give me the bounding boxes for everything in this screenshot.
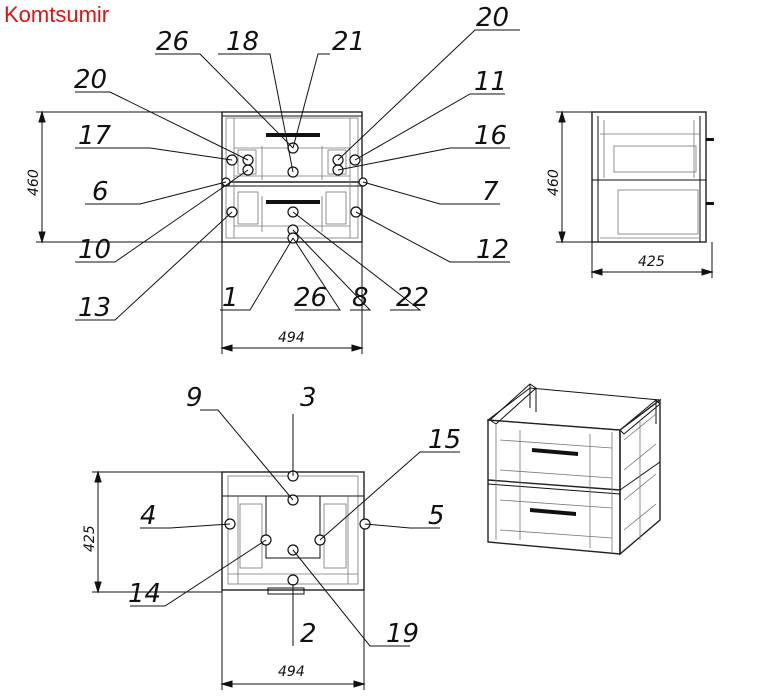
callout-1: 1 bbox=[222, 283, 239, 313]
callout-13: 13 bbox=[78, 293, 111, 323]
isometric-view bbox=[486, 383, 662, 556]
callout-2: 2 bbox=[300, 619, 317, 649]
callout-20-right: 20 bbox=[476, 3, 509, 33]
callout-8: 8 bbox=[352, 283, 369, 313]
callout-10: 10 bbox=[78, 235, 111, 265]
callout-14: 14 bbox=[128, 579, 161, 609]
callout-19: 19 bbox=[386, 619, 419, 649]
callout-26-top: 26 bbox=[156, 27, 189, 57]
callout-9: 9 bbox=[186, 383, 203, 413]
callout-15: 15 bbox=[428, 425, 461, 455]
side-height-label: 460 bbox=[546, 169, 562, 196]
lower-drawer-handle bbox=[266, 200, 320, 204]
brand-logo-text: Komtsumir bbox=[4, 2, 110, 27]
side-cabinet-outline bbox=[591, 111, 707, 243]
side-view: 460 425 bbox=[546, 110, 714, 278]
front-width-label: 494 bbox=[278, 330, 305, 346]
side-depth-dimension bbox=[590, 242, 714, 278]
callout-7: 7 bbox=[482, 177, 499, 207]
callout-11: 11 bbox=[474, 67, 507, 97]
callout-4: 4 bbox=[140, 501, 157, 531]
front-leader-lines bbox=[75, 29, 520, 321]
top-width-label: 494 bbox=[278, 664, 305, 680]
top-depth-dimension bbox=[92, 470, 222, 594]
callout-17: 17 bbox=[78, 121, 112, 151]
callout-21: 21 bbox=[332, 27, 365, 57]
callout-12: 12 bbox=[476, 235, 509, 265]
callout-5: 5 bbox=[428, 501, 445, 531]
upper-drawer-handle bbox=[266, 133, 320, 137]
callout-16: 16 bbox=[474, 121, 507, 151]
top-view: 9 3 15 4 5 14 2 19 425 494 bbox=[82, 383, 461, 690]
side-depth-label: 425 bbox=[638, 254, 665, 270]
top-leader-lines bbox=[130, 409, 460, 647]
callout-20-left: 20 bbox=[74, 65, 107, 95]
side-height-dimension bbox=[556, 110, 592, 244]
top-cabinet-outline bbox=[221, 471, 365, 591]
front-width-dimension bbox=[220, 242, 364, 354]
front-height-dimension bbox=[36, 110, 222, 244]
top-depth-label: 425 bbox=[82, 525, 98, 552]
front-view: 26 18 21 20 20 11 17 16 6 7 10 12 13 1 2… bbox=[26, 3, 520, 354]
callout-6: 6 bbox=[92, 177, 109, 207]
callout-3: 3 bbox=[300, 383, 317, 413]
callout-26-bottom: 26 bbox=[294, 283, 327, 313]
top-width-dimension bbox=[220, 590, 366, 690]
callout-18: 18 bbox=[226, 27, 259, 57]
front-height-label: 460 bbox=[26, 169, 42, 196]
callout-22: 22 bbox=[396, 283, 429, 313]
